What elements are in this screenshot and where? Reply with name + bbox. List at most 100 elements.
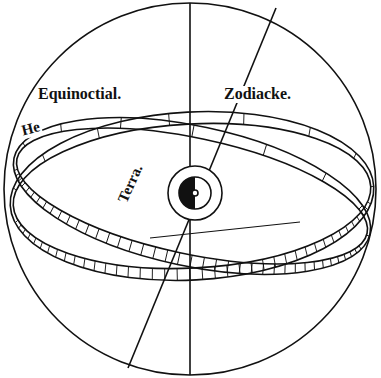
band-hatch <box>117 236 120 247</box>
band-hatch <box>358 246 361 249</box>
band-hatch <box>59 124 63 132</box>
band-hatch <box>33 238 36 244</box>
band-hatch <box>366 235 369 236</box>
sky-band <box>0 90 381 303</box>
band-hatch <box>42 154 45 161</box>
band-hatch <box>343 254 347 260</box>
band-hatch <box>368 202 371 205</box>
band-hatch <box>303 263 307 272</box>
band-hatch <box>165 250 168 262</box>
band-hatch <box>339 231 342 238</box>
band-hatch <box>352 221 355 227</box>
band-hatch <box>226 261 229 272</box>
band-hatch <box>305 247 307 257</box>
band-edge <box>9 115 374 278</box>
band-hatch <box>129 240 132 251</box>
earth-globe <box>168 166 222 220</box>
band-hatch <box>250 263 253 274</box>
band-hatch <box>13 188 16 191</box>
band-hatch <box>85 224 89 234</box>
band-hatch <box>139 267 141 278</box>
horizon-line <box>150 222 300 238</box>
band-hatch <box>295 250 297 260</box>
band-hatch <box>76 220 80 230</box>
band-hatch <box>202 257 205 269</box>
band-hatch <box>322 173 326 182</box>
band-hatch <box>55 249 58 257</box>
band-hatch <box>176 268 178 280</box>
band-edge <box>0 90 381 303</box>
band-hatch <box>349 252 353 257</box>
band-hatch <box>329 259 333 266</box>
band-hatch <box>346 226 349 232</box>
band-hatch <box>190 255 193 267</box>
band-hatch <box>308 127 310 136</box>
band-hatch <box>47 246 50 253</box>
band-hatch <box>40 242 43 248</box>
sky-band <box>6 103 378 290</box>
band-hatch <box>371 186 374 187</box>
band-hatch <box>22 229 25 233</box>
band-hatch <box>18 225 21 228</box>
band-hatch <box>27 234 30 239</box>
outer-circle <box>4 3 376 375</box>
band-hatch <box>323 239 326 247</box>
band-hatch <box>31 192 35 198</box>
band-hatch <box>15 220 18 223</box>
band-hatch <box>312 262 316 270</box>
band-hatch <box>50 206 54 214</box>
band-hatch <box>73 256 75 265</box>
band-hatch <box>14 169 17 172</box>
region-label: Terra. <box>115 161 147 207</box>
band-hatch <box>96 228 100 239</box>
band-hatch <box>119 118 123 129</box>
band-hatch <box>97 128 99 138</box>
band-hatch <box>168 114 170 126</box>
band-hatch <box>243 113 245 124</box>
region-label: He <box>18 119 43 140</box>
band-hatch <box>263 144 266 155</box>
band-hatch <box>331 235 334 243</box>
band-hatch <box>153 247 156 259</box>
band-hatch <box>21 182 25 187</box>
band-hatch <box>66 215 70 224</box>
axis-line <box>128 8 276 368</box>
band-hatch <box>152 268 153 280</box>
band-hatch <box>93 261 95 271</box>
band-hatch <box>238 262 241 273</box>
band-hatch <box>58 211 62 220</box>
band-hatch <box>177 253 179 265</box>
band-hatch <box>141 244 144 256</box>
band-hatch <box>43 201 47 209</box>
band-hatch <box>285 254 287 264</box>
band-hatch <box>26 187 30 193</box>
band-hatch <box>104 263 106 273</box>
band-hatch <box>283 264 287 274</box>
band-hatch <box>336 257 340 263</box>
band-hatch <box>214 259 217 271</box>
band-hatch <box>18 178 22 182</box>
band-hatch <box>189 268 191 280</box>
band-edge <box>5 102 379 290</box>
band-hatch <box>64 253 67 261</box>
band-hatch <box>106 232 109 243</box>
region-label: Equinoctial. <box>36 86 123 103</box>
band-hatch <box>164 268 165 280</box>
band-hatch <box>16 173 19 176</box>
band-edge <box>6 103 378 290</box>
region-label: Zodiacke. <box>222 86 293 103</box>
band-hatch <box>321 260 325 268</box>
band-hatch <box>116 265 118 276</box>
band-hatch <box>83 258 85 268</box>
band-hatch <box>354 249 358 253</box>
band-hatch <box>357 217 360 222</box>
band-hatch <box>354 153 357 158</box>
band-hatch <box>127 266 129 277</box>
band-hatch <box>293 263 297 272</box>
band-hatch <box>314 243 316 252</box>
band-hatch <box>272 264 276 274</box>
band-hatch <box>22 143 25 146</box>
band-hatch <box>261 264 265 275</box>
